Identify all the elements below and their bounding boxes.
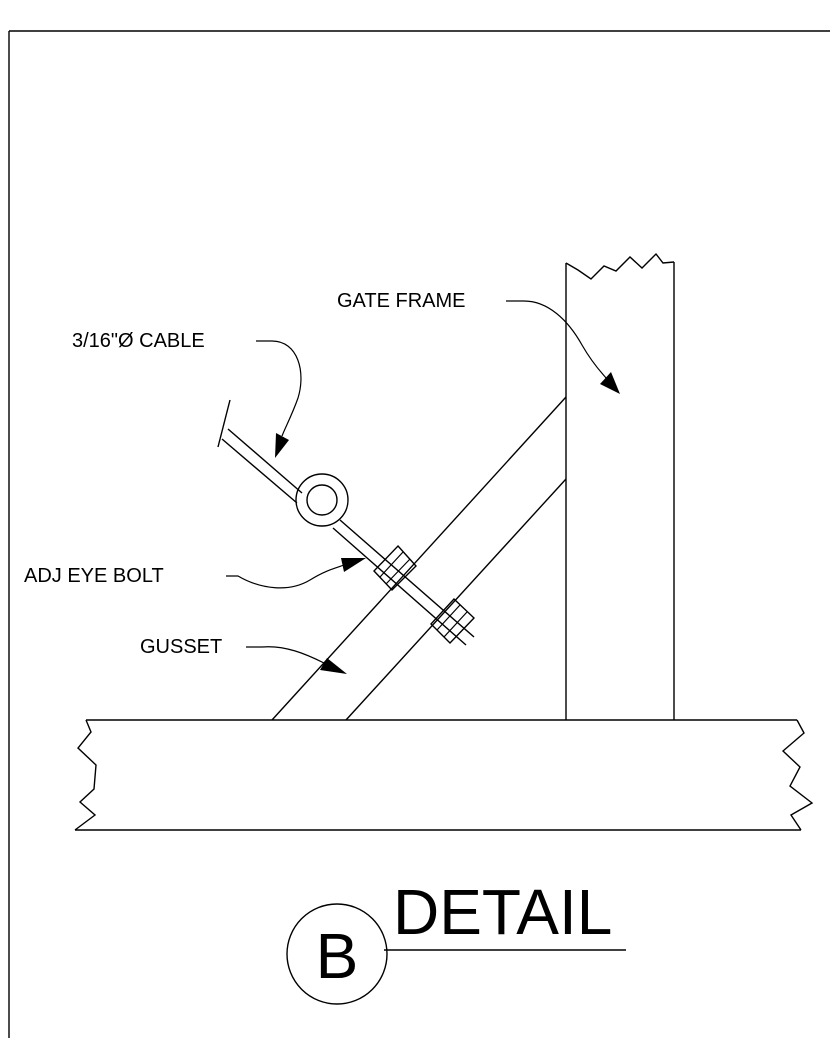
cable-arrowhead [275,433,289,458]
gate-frame-callout: GATE FRAME [337,290,620,394]
gate-frame-post [565,252,675,720]
detail-title: DETAIL [393,876,612,948]
detail-tag-bubble [286,903,388,1005]
cable-label: 3/16"Ø CABLE [72,330,205,352]
cable-callout: 3/16"Ø CABLE [72,330,302,458]
gusset-label: GUSSET [140,636,222,658]
sheet-border [8,30,830,1038]
gate-frame-arrowhead [600,372,620,394]
gusset-arrowhead [320,658,347,674]
eye-bolt-callout: ADJ EYE BOLT [24,558,366,589]
eye-bolt-label: ADJ EYE BOLT [24,565,164,587]
base-member [74,719,814,831]
detail-tag: B DETAIL [286,876,626,1005]
gusset-callout: GUSSET [140,636,347,674]
eye-bolt-arrowhead [341,558,366,572]
cable [217,399,303,504]
eye-bolt [295,473,475,646]
gusset-plate [271,396,567,721]
detail-tag-letter: B [316,920,359,992]
gate-frame-label: GATE FRAME [337,290,466,312]
